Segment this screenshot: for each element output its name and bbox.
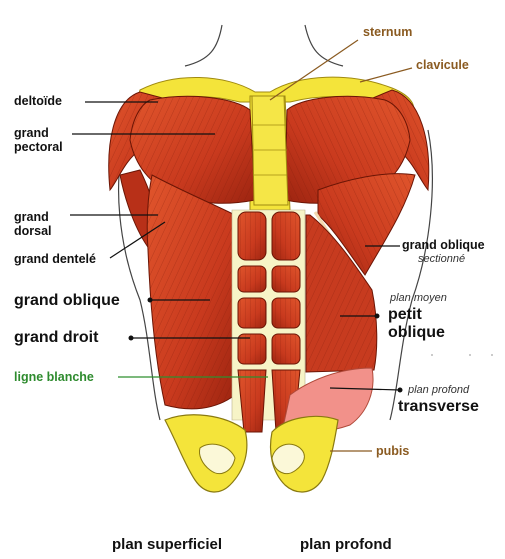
label-grand-dorsal-text: grand dorsal [14, 210, 52, 238]
label-grand-pectoral: grand pectoral [14, 126, 74, 155]
label-grand-oblique-right: grand oblique [402, 238, 485, 252]
label-deltoide: deltoïde [14, 94, 62, 108]
sternum-bone [252, 96, 288, 205]
caption-plan-profond: plan profond [300, 536, 392, 553]
pectoral-left-fibers [130, 96, 255, 203]
label-grand-dentele: grand dentelé [14, 252, 96, 266]
grand-oblique-left-fibers [147, 175, 235, 409]
label-petit-oblique-text: petit oblique [388, 306, 445, 341]
label-sternum: sternum [363, 25, 412, 39]
label-clavicule: clavicule [416, 58, 469, 72]
label-plan-profond-small: plan profond [408, 384, 469, 397]
label-grand-droit: grand droit [14, 329, 98, 347]
label-grand-pectoral-text: grand pectoral [14, 126, 63, 154]
label-grand-oblique-left: grand oblique [14, 292, 120, 310]
label-sectionne: sectionné [418, 253, 465, 266]
label-pubis: pubis [376, 444, 409, 458]
label-grand-dorsal: grand dorsal [14, 210, 74, 239]
label-petit-oblique: petit oblique [388, 306, 468, 343]
label-transverse: transverse [398, 398, 479, 416]
label-ligne-blanche: ligne blanche [14, 370, 94, 384]
caption-plan-superficiel: plan superficiel [112, 536, 222, 553]
faint-dots [431, 354, 493, 356]
label-plan-moyen: plan moyen [390, 292, 447, 305]
